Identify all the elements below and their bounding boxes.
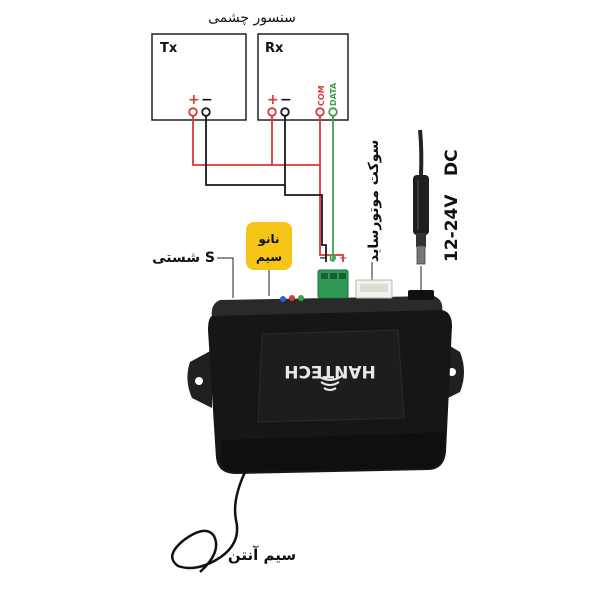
rx-data-label: DATA	[329, 82, 338, 106]
dc-plug-body	[413, 175, 429, 235]
motor-socket-slot	[360, 284, 388, 292]
rx-com-label: COM	[317, 85, 326, 106]
antenna-label: سیم آنتن	[228, 546, 296, 564]
red-wire-rx	[271, 116, 320, 166]
led-green	[298, 295, 304, 301]
tx-plus-label: +	[188, 92, 200, 108]
tx-sensor-box	[151, 33, 247, 121]
motor-socket-label: سوکت موتورساید	[366, 140, 382, 262]
led-blue	[280, 296, 286, 302]
rx-sensor-box	[257, 33, 349, 121]
rx-sensor: Rx + − COM DATA	[257, 33, 349, 121]
terminal-screw-3	[339, 273, 346, 279]
black-wire-rx	[284, 116, 327, 262]
rx-label: Rx	[265, 41, 284, 56]
nano-badge-line1: نانو	[257, 232, 279, 247]
rx-com-terminal	[315, 107, 325, 117]
dc-cable-wire	[418, 129, 424, 176]
rx-minus-terminal	[280, 107, 290, 117]
nano-sim-badge: نانو سیم	[246, 222, 292, 270]
voltage-label: 12-24V	[442, 194, 462, 262]
signal-waves-icon	[317, 375, 343, 391]
shasti-pointer	[217, 257, 234, 298]
tx-minus-terminal	[201, 107, 211, 117]
nano-badge-box	[246, 222, 292, 270]
tx-label: Tx	[160, 41, 178, 56]
hantech-receiver: HANTECH	[187, 296, 464, 474]
tx-plus-terminal	[188, 107, 198, 117]
dc-power-cable	[413, 129, 429, 265]
antenna-wire	[171, 471, 247, 573]
brand-logo: HANTECH	[284, 361, 376, 381]
terminal-screw-2	[330, 273, 337, 279]
rx-plus-label: +	[267, 92, 279, 108]
wires	[192, 116, 344, 262]
tx-minus-label: −	[201, 92, 213, 108]
sensor-title: سنسور چشمی	[208, 10, 296, 26]
terminal-minus-label: −	[319, 253, 327, 264]
right-mount-hole	[448, 368, 456, 376]
red-wire-com	[319, 116, 344, 262]
rx-minus-label: −	[280, 92, 292, 108]
red-wire-tx	[192, 116, 272, 166]
tx-sensor: Tx + −	[151, 33, 247, 121]
device-center-panel	[257, 329, 405, 423]
terminal-screw-1	[321, 273, 328, 279]
dc-plug-neck	[416, 233, 426, 247]
shasti-label: شستی S	[152, 250, 215, 266]
device-bottom-lip	[220, 432, 446, 472]
dc-label: DC	[442, 149, 462, 176]
device-connectors	[280, 269, 434, 302]
terminal-d-label: D	[329, 254, 336, 264]
rx-plus-terminal	[267, 107, 277, 117]
black-wire-tx	[205, 116, 285, 186]
terminal-plus-label: +	[339, 253, 347, 264]
left-mount-hole	[195, 377, 203, 385]
dc-plug-tip	[416, 245, 426, 265]
nano-badge-line2: سیم	[256, 250, 282, 264]
rx-data-terminal	[328, 107, 338, 117]
dc-jack	[408, 290, 434, 300]
led-red	[289, 295, 295, 301]
